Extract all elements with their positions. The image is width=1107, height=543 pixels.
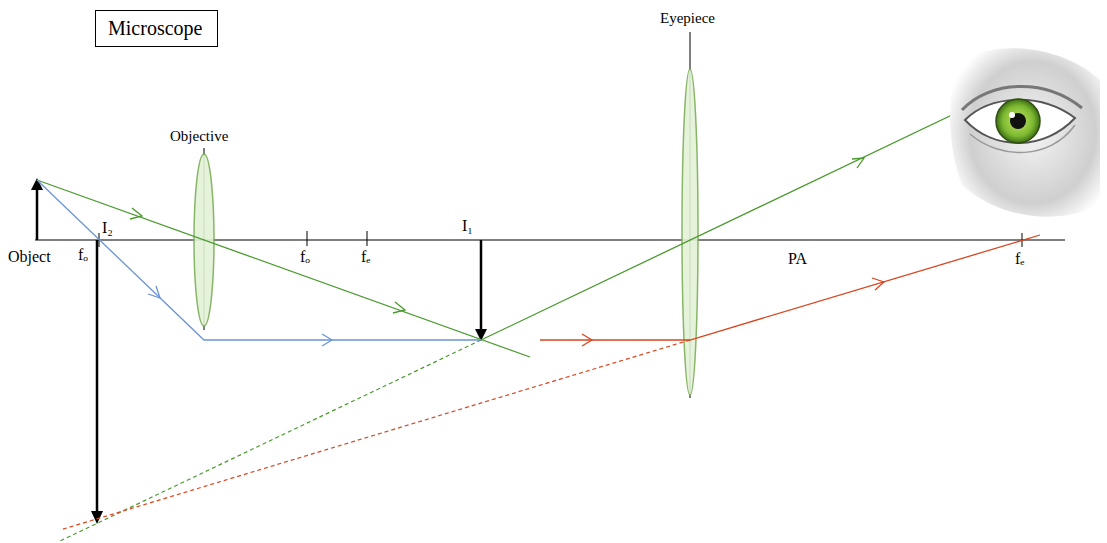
ray-arrow <box>322 334 332 346</box>
focal-label: fₑ <box>1015 250 1024 268</box>
ray <box>37 180 530 357</box>
arrowhead <box>91 511 103 524</box>
eyepiece-lens <box>682 69 698 395</box>
virtual-ray <box>60 340 481 541</box>
virtual-ray <box>60 340 690 530</box>
image-arrow <box>480 240 483 332</box>
lens-name: Eyepiece <box>660 10 715 27</box>
ray-arrow <box>852 158 864 168</box>
image-label: I₂ <box>102 219 113 237</box>
eye-picture <box>950 48 1100 216</box>
ray-arrow <box>872 278 884 290</box>
focal-label: fₑ <box>361 248 370 266</box>
ray <box>481 92 1000 340</box>
lens-name: Objective <box>170 128 228 145</box>
focal-label: fₒ <box>300 248 310 266</box>
object-arrow <box>36 186 39 240</box>
ray <box>37 180 481 340</box>
image-label: I₁ <box>462 217 473 235</box>
principal-axis <box>35 239 1065 240</box>
title-text: Microscope <box>108 17 205 40</box>
ray-arrow <box>393 302 405 313</box>
ray-arrow <box>148 286 160 298</box>
object-label: Object <box>8 248 51 266</box>
focal-ticks <box>99 231 1022 247</box>
focal-label: fₒ <box>78 246 88 264</box>
ray-arrow <box>130 208 142 219</box>
ray <box>540 235 1040 340</box>
axis-label: PA <box>788 250 807 268</box>
image-arrow <box>96 240 99 514</box>
title-box: Microscope <box>95 10 218 47</box>
ray-arrow <box>582 334 592 346</box>
